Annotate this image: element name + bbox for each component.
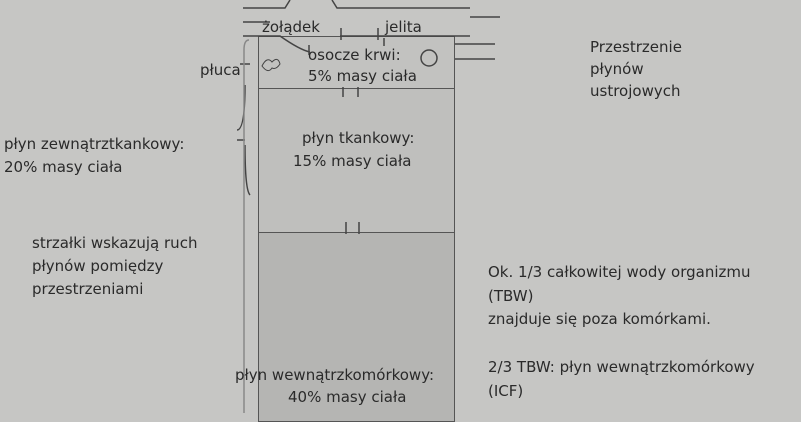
tbw-note-1: Ok. 1/3 całkowitej wody organizmu [488,263,751,281]
arrows-note-3: przestrzeniami [32,280,144,298]
arrows-note-2: płynów pomiędzy [32,257,164,275]
arrows-note-1: strzałki wskazują ruch [32,234,198,252]
intestines-label: jelita [385,18,422,36]
plasma-percent: 5% masy ciała [308,67,417,85]
interstitial-compartment [258,88,455,233]
intracellular-percent: 40% masy ciała [288,388,407,406]
lungs-label: płuca [200,61,241,79]
flow-arrows [236,0,500,413]
intracellular-label: płyn wewnątrzkomórkowy: [235,366,435,384]
circle-icon [420,49,438,67]
title-line-1: Przestrzenie [590,38,682,56]
title-line-3: ustrojowych [590,82,681,100]
extracellular-percent: 20% masy ciała [4,158,123,176]
stomach-label: żołądek [262,18,320,36]
interstitial-percent: 15% masy ciała [293,152,412,170]
tbw-note-2: (TBW) [488,287,534,305]
title-line-2: płynów [590,60,644,78]
lungs-icon [261,58,281,72]
extracellular-label: płyn zewnątrztkankowy: [4,135,185,153]
interstitial-label: płyn tkankowy: [302,129,415,147]
tbw-note-3: znajduje się poza komórkami. [488,310,711,328]
plasma-label: osocze krwi: [308,46,401,64]
icf-note-1: 2/3 TBW: płyn wewnątrzkomórkowy [488,358,755,376]
icf-note-2: (ICF) [488,382,524,400]
